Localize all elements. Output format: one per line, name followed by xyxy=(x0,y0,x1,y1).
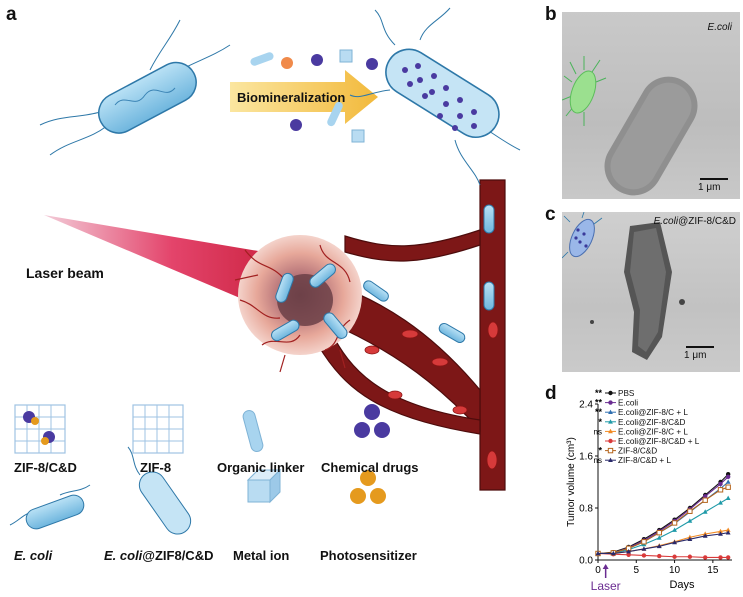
schematic-illustration: Biomineralization xyxy=(0,0,560,597)
data-point xyxy=(726,479,731,483)
legend-ecoli-zif: E. coli@ZIF8/C&D xyxy=(104,548,213,563)
tem-b-graphic xyxy=(562,12,740,199)
ecoli-bacterium-top xyxy=(40,20,230,155)
data-point xyxy=(688,509,692,513)
y-axis-label: Tumor volume (cm³) xyxy=(566,437,577,527)
legend-significance: ** xyxy=(595,388,603,398)
chart-marks xyxy=(596,472,731,560)
ecoli-legend-icon xyxy=(10,485,90,532)
x-tick-label: 10 xyxy=(669,565,681,576)
laser-label: Laser xyxy=(591,579,621,593)
data-point xyxy=(726,496,731,500)
data-point xyxy=(672,521,676,525)
legend-significance: * xyxy=(598,417,602,427)
tem-image-b: E.coli 1 μm xyxy=(562,12,740,199)
legend-chemical-drugs: Chemical drugs xyxy=(321,460,419,475)
tumor-volume-chart: 0.0 0.8 1.6 2.4 0 5 10 15 Tumor volume (cm³) Days… xyxy=(560,380,740,595)
tem-c-label: E.coli@ZIF-8/C&D xyxy=(654,216,736,227)
data-point xyxy=(703,555,707,559)
data-point xyxy=(726,485,730,489)
legend-ecoli-zif-suffix: @ZIF8/C&D xyxy=(142,548,213,563)
y-tick-label: 1.6 xyxy=(579,452,593,463)
series-line xyxy=(598,530,728,553)
tem-c-graphic xyxy=(562,212,740,372)
series-line xyxy=(598,474,728,553)
x-tick-label: 0 xyxy=(595,565,601,576)
data-point xyxy=(688,555,692,559)
legend-significance: ** xyxy=(595,407,603,417)
legend-ecoli: E. coli xyxy=(14,548,52,563)
y-tick-label: 0.8 xyxy=(579,504,593,515)
data-point xyxy=(718,488,722,492)
legend-significance: * xyxy=(598,446,602,456)
legend-entry: E.coli@ZIF-8/C&D + L xyxy=(618,437,700,446)
legend-significance: ** xyxy=(595,398,603,408)
tem-b-scale-label: 1 μm xyxy=(698,182,720,193)
data-point xyxy=(703,498,707,502)
data-point xyxy=(672,555,676,559)
tem-b-scalebar xyxy=(700,178,728,180)
tem-c-scalebar xyxy=(686,346,714,348)
laser-arrowhead xyxy=(603,564,609,569)
legend-photosensitizer: Photosensitizer xyxy=(320,548,417,563)
data-point xyxy=(608,448,612,452)
photosensitizer-icon xyxy=(350,470,386,504)
chemical-drugs-icon xyxy=(354,404,390,438)
legend-ecoli-text: E. coli xyxy=(14,548,52,563)
zif8cd-icon xyxy=(15,405,65,453)
legend-entry: ZIF-8/C&D + L xyxy=(618,456,671,465)
organic-linker-icon xyxy=(242,409,264,453)
legend-metal-ion: Metal ion xyxy=(233,548,289,563)
y-tick-label: 0.0 xyxy=(579,556,593,567)
data-point xyxy=(657,531,661,535)
data-point xyxy=(718,555,722,559)
biomineralization-label: Biomineralization xyxy=(237,90,345,105)
legend-zif8: ZIF-8 xyxy=(140,460,171,475)
legend-significance: ns xyxy=(594,456,602,465)
chart-legend: ** PBS ** E.coli ** E.coli@ZIF-8/C + L * E.coli… xyxy=(594,388,700,465)
zif8-icon xyxy=(133,405,183,453)
tem-c-scale-label: 1 μm xyxy=(684,350,706,361)
data-point xyxy=(642,540,646,544)
y-tick-label: 2.4 xyxy=(579,400,593,411)
legend-ecoli-zif-prefix: E. coli xyxy=(104,548,142,563)
data-point xyxy=(718,482,722,486)
legend-entry: E.coli@ZIF-8/C&D xyxy=(618,418,686,427)
tem-c-label-prefix: E.coli xyxy=(654,216,678,227)
legend-entry: PBS xyxy=(618,389,635,398)
laser-beam-label: Laser beam xyxy=(26,265,104,281)
x-tick-label: 15 xyxy=(707,565,719,576)
data-point xyxy=(726,555,730,559)
legend-significance: ns xyxy=(594,427,602,436)
data-point xyxy=(642,553,646,557)
series-line xyxy=(598,554,728,558)
legend-entry: E.coli@ZIF-8/C + L xyxy=(618,427,688,436)
data-point xyxy=(608,391,612,395)
legend-entry: E.coli@ZIF-8/C + L xyxy=(618,408,688,417)
data-point xyxy=(726,475,730,479)
legend-zif8cd: ZIF-8/C&D xyxy=(14,460,77,475)
x-tick-label: 5 xyxy=(634,565,640,576)
series-line xyxy=(598,477,728,554)
tem-b-label: E.coli xyxy=(708,22,732,33)
x-axis-label: Days xyxy=(669,579,695,591)
tem-image-c: E.coli@ZIF-8/C&D 1 μm xyxy=(562,212,740,372)
data-point xyxy=(657,554,661,558)
legend-organic-linker: Organic linker xyxy=(217,460,304,475)
legend-entry: ZIF-8/C&D xyxy=(618,447,657,456)
data-point xyxy=(608,400,612,404)
tem-c-label-suffix: @ZIF-8/C&D xyxy=(678,216,736,227)
data-point xyxy=(608,439,612,443)
legend-entry: E.coli xyxy=(618,399,638,408)
